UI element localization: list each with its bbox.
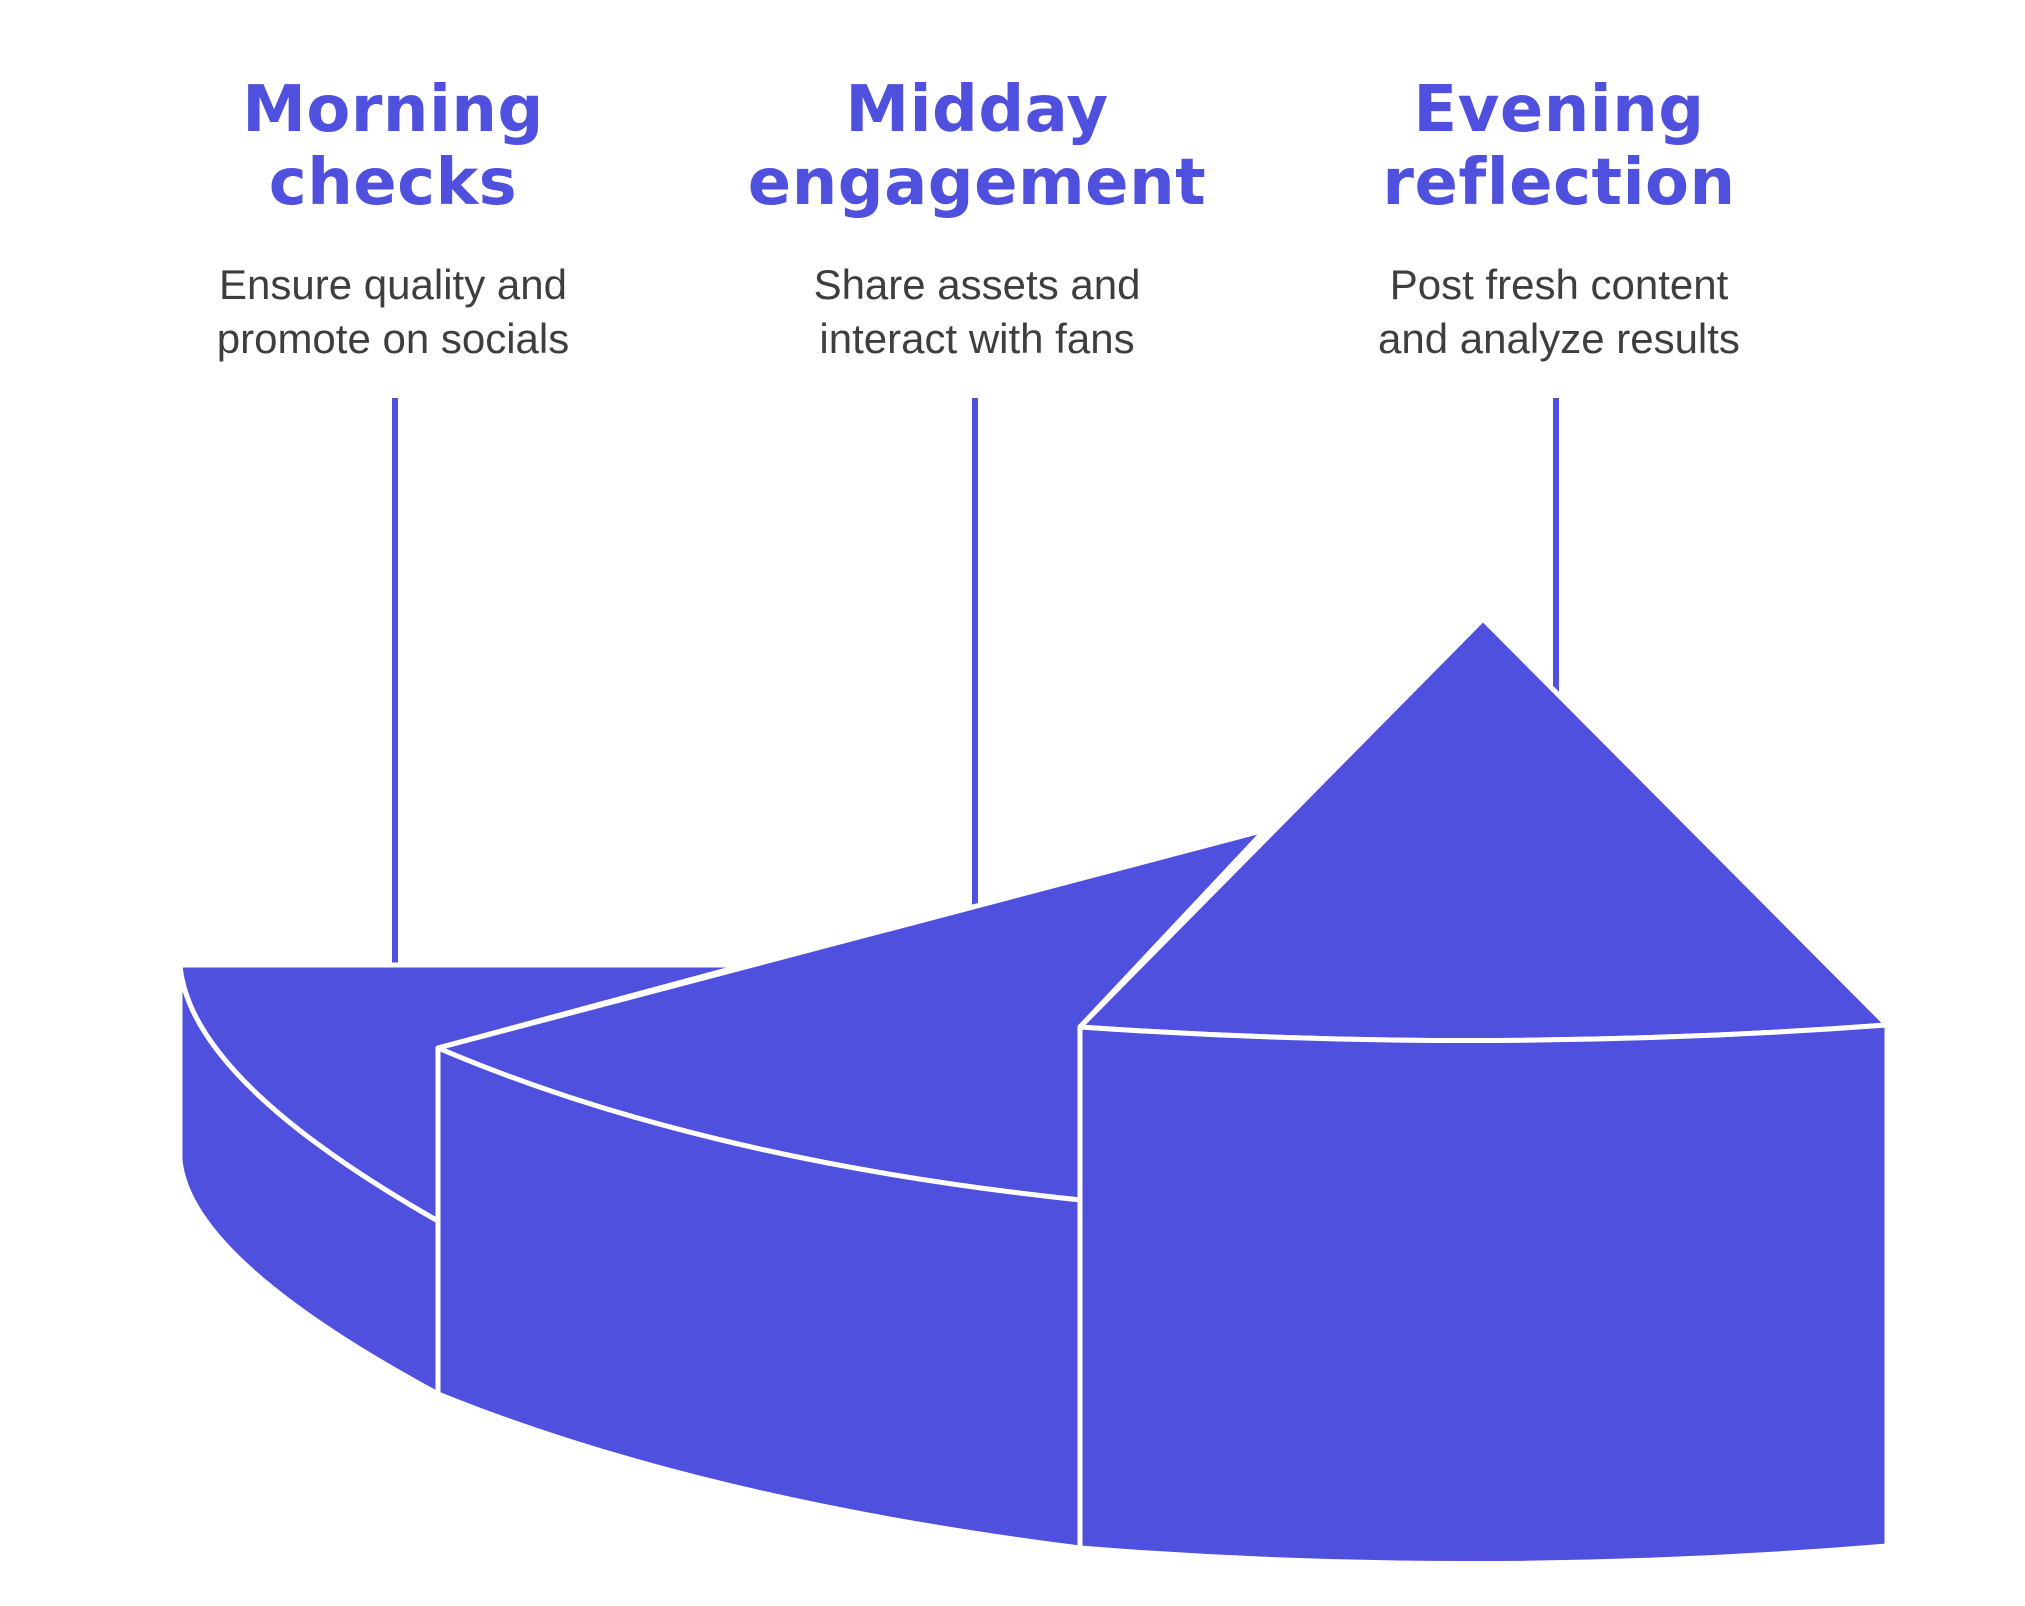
slice-evening-top: [1077, 616, 1890, 1044]
stage-title: Midday engagement: [747, 73, 1207, 220]
stage-description: Post fresh content and analyze results: [1378, 261, 1740, 362]
stage-description: Share assets and interact with fans: [813, 261, 1141, 362]
slice-evening-side: [1077, 1022, 1890, 1567]
slice-morning-top: [177, 962, 748, 1224]
stage-description: Ensure quality and promote on socials: [216, 261, 570, 362]
stage-morning: Morning checks Ensure quality and promot…: [93, 74, 693, 366]
stage-midday: Midday engagement Share assets and inter…: [677, 74, 1277, 366]
stage-title: Evening reflection: [1382, 73, 1736, 220]
stage-evening: Evening reflection Post fresh content an…: [1259, 74, 1859, 366]
stage-title: Morning checks: [242, 73, 544, 220]
